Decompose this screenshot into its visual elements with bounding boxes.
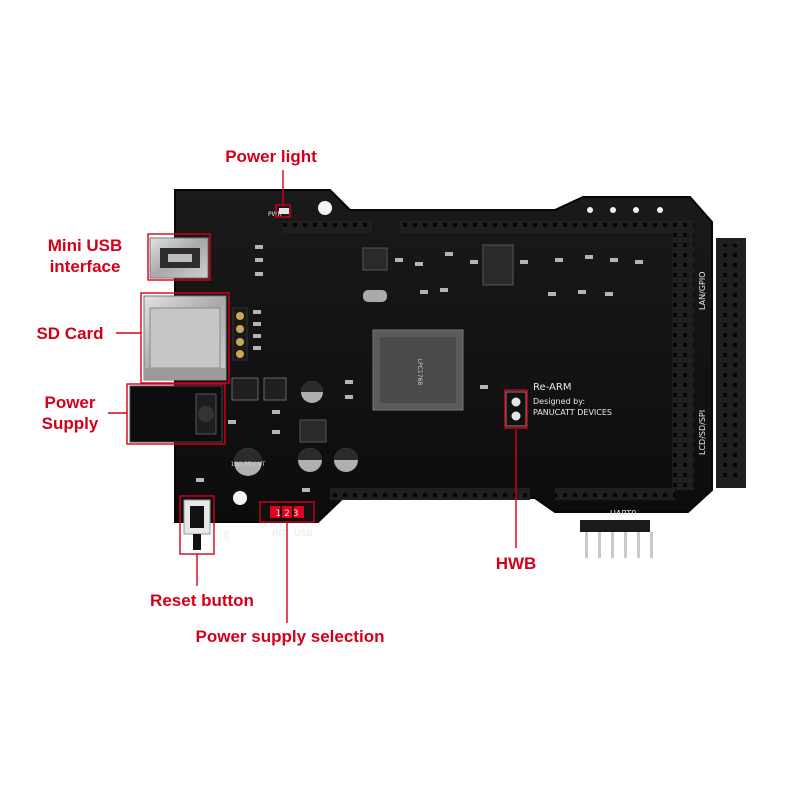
mcu-chip: LPC1768 [372,329,464,411]
uart0-pin-header [580,520,653,558]
inductor [263,377,287,401]
top-header-left [282,221,372,233]
bottom-header-right [555,488,675,500]
mini-usb-box [147,233,211,281]
capacitor-left: 100 35V VT [231,448,266,476]
sd-pin-header [232,307,248,361]
lan-gpio-label: LAN/GPIO [698,272,707,310]
power-led [279,208,289,214]
dc-power-jack [129,385,223,443]
sd-card-box [140,292,230,384]
bottom-header-left [330,488,530,500]
capacitor-right [334,448,358,472]
power-supply-box [126,383,226,445]
maker-label: PANUCATT DEVICES [533,408,612,417]
lcd-sd-spi-label: LCD/SD/SPI [698,410,707,455]
int-label: INT [272,529,287,539]
board-name: Re-ARM [533,382,571,393]
rst-label: RST [222,530,229,542]
pwr-label: PWR [268,211,282,218]
svg-text:100 35V VT: 100 35V VT [231,461,266,468]
mini-usb-label-line2: interface [50,257,121,276]
svg-text:1 2 3: 1 2 3 [276,509,299,519]
ic-chip [362,247,388,271]
top-header-right [400,221,680,233]
power-selection-jumper: 1 2 3 [262,504,312,520]
crystal [363,290,387,302]
usb-label: USB [294,529,312,539]
sd-card-label: SD Card [36,324,103,343]
capacitor-top [301,381,323,403]
power-supply-label-line1: Power [44,393,95,412]
power-light-label: Power light [225,147,317,166]
power-supply-label-line2: Supply [42,414,99,433]
hwb-jumper [505,391,527,427]
designed-by-label: Designed by: [533,397,585,406]
reset-button-label: Reset button [150,591,254,610]
mounting-hole [318,201,332,215]
inductor [231,377,259,401]
uart0-label: UART0 [610,509,636,518]
mini-usb-label-line1: Mini USB [48,236,123,255]
capacitor-mid [298,448,322,472]
regulator [299,419,327,443]
mini-usb-connector [149,237,209,279]
power-supply-selection-label: Power supply selection [196,627,385,646]
svg-text:LPC1768: LPC1768 [416,359,423,386]
reset-button-part [183,499,211,550]
ic-chip [482,244,514,286]
hwb-label: HWB [496,554,537,573]
mounting-hole [233,491,247,505]
sd-card-slot [143,295,227,381]
right-double-header [672,220,694,490]
